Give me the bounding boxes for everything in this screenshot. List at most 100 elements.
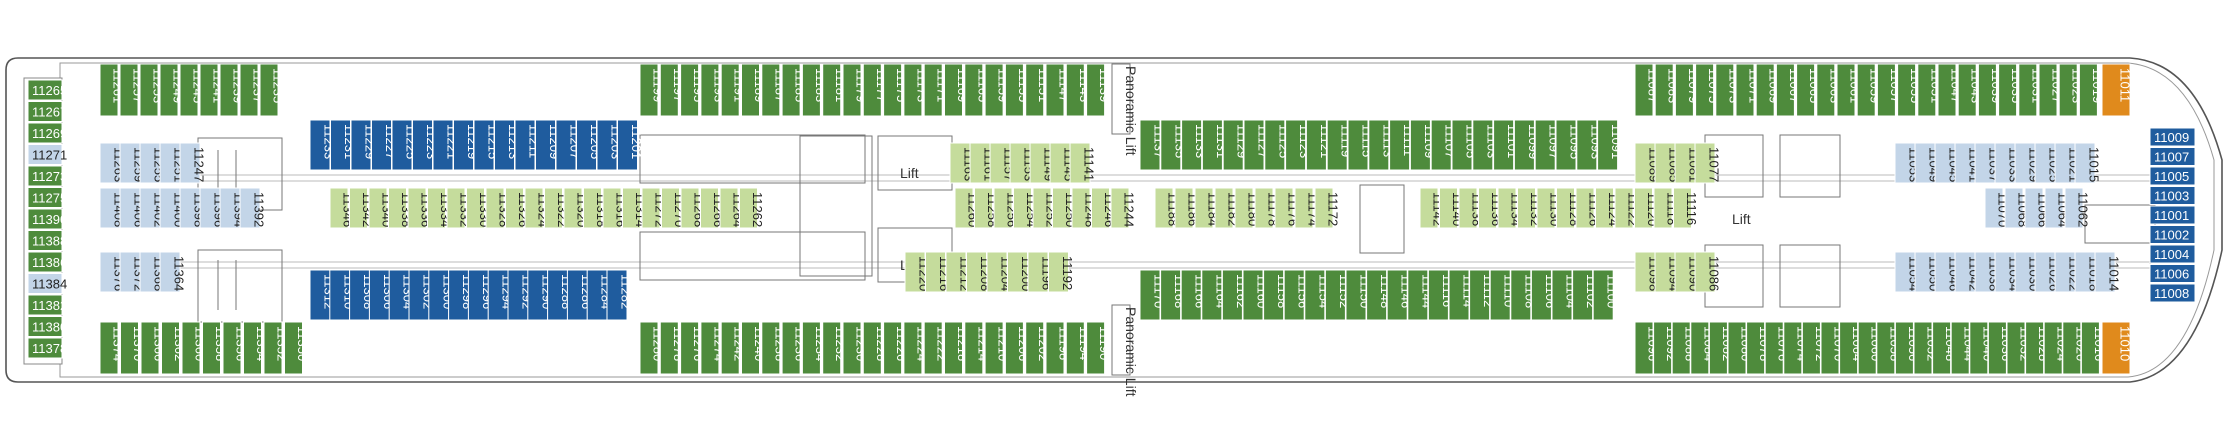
cabin-11388[interactable]: 11388 — [27, 230, 67, 251]
cabin-11282[interactable]: 11282 — [606, 269, 634, 321]
cabin-11015[interactable]: 11015 — [2074, 142, 2102, 184]
cabin-11014[interactable]: 11014 — [2094, 251, 2122, 293]
cabin-11001[interactable]: 11001 — [2149, 205, 2196, 225]
cabin-11077[interactable]: 11077 — [1694, 142, 1722, 184]
cabin-11005[interactable]: 11005 — [2149, 166, 2196, 186]
cabin-number: 11116 — [1684, 192, 1699, 225]
cabin-11062[interactable]: 11062 — [2064, 187, 2091, 229]
cabin-11231[interactable]: 11231 — [330, 119, 358, 171]
cabin-11019[interactable]: 11019 — [2078, 63, 2105, 117]
cabin-layer: 11265 11267 11269 11271 11273 11275 11390 11388… — [27, 63, 2196, 375]
cabin-number: 11011 — [2118, 68, 2133, 102]
cabin-11003[interactable]: 11003 — [2149, 186, 2196, 205]
cabin-number: 11008 — [2154, 286, 2189, 301]
lift-label-3: Lift — [1732, 211, 1751, 227]
cabin-11267[interactable]: 11267 — [27, 101, 67, 122]
cabin-11010[interactable]: 11010 — [2101, 321, 2133, 375]
panoramic-lift-top: Panoramic Lift — [1111, 63, 1139, 156]
cabin-number: 11247 — [192, 147, 207, 182]
cabin-number: 11378 — [32, 341, 67, 356]
cabin-number: 11384 — [32, 277, 67, 292]
cabin-11382[interactable]: 11382 — [27, 294, 67, 316]
cabin-number: 11019 — [2090, 68, 2105, 103]
cabin-11212[interactable]: 11212 — [945, 251, 973, 293]
cabin-number: 11004 — [2154, 247, 2189, 262]
cabin-11004[interactable]: 11004 — [2149, 244, 2196, 264]
cabin-number: 11235 — [271, 68, 286, 103]
cabin-11360[interactable]: 11360 — [181, 321, 208, 375]
cabin-11172[interactable]: 11172 — [1314, 187, 1341, 229]
cabin-11378[interactable]: 11378 — [27, 337, 67, 359]
cabin-11141[interactable]: 11141 — [1069, 142, 1097, 184]
cabin-number: 11139 — [1097, 68, 1112, 102]
cabin-11244[interactable]: 11244 — [1110, 187, 1137, 229]
cabin-11149[interactable]: 11149 — [1029, 142, 1057, 184]
cabin-11181[interactable]: 11181 — [822, 63, 849, 117]
corridor-upper — [99, 174, 2151, 182]
cabin-11271[interactable]: 11271 — [27, 144, 67, 165]
cabin-11201[interactable]: 11201 — [617, 119, 645, 171]
cabin-11390[interactable]: 11390 — [27, 208, 67, 230]
cabin-number: 11382 — [32, 298, 67, 313]
cabin-11262[interactable]: 11262 — [739, 187, 766, 229]
cabin-11275[interactable]: 11275 — [27, 187, 67, 208]
cabin-11192[interactable]: 11192 — [1048, 251, 1076, 293]
cabin-11247[interactable]: 11247 — [179, 142, 207, 184]
cabin-11350[interactable]: 11350 — [284, 321, 311, 375]
cabin-number: 11386 — [32, 255, 67, 270]
cabin-11008[interactable]: 11008 — [2149, 283, 2196, 303]
cabin-number: 11009 — [2154, 130, 2189, 145]
cabin-11152[interactable]: 11152 — [1324, 269, 1352, 321]
cabin-number: 11190 — [1097, 326, 1112, 360]
cabin-11090[interactable]: 11090 — [1674, 251, 1702, 293]
cabin-number: 11267 — [32, 105, 67, 120]
cabin-number: 11141 — [1082, 147, 1097, 181]
cabin-11133[interactable]: 11133 — [1181, 119, 1209, 171]
cabin-11007[interactable]: 11007 — [2149, 147, 2196, 166]
cabin-11086[interactable]: 11086 — [1694, 251, 1722, 293]
cabin-11386[interactable]: 11386 — [27, 251, 67, 273]
cabin-number: 11001 — [2154, 208, 2189, 223]
cabin-11273[interactable]: 11273 — [27, 165, 67, 187]
cabin-11392[interactable]: 11392 — [239, 187, 267, 229]
cabin-11009[interactable]: 11009 — [2149, 127, 2196, 147]
cabin-11006[interactable]: 11006 — [2149, 264, 2196, 283]
cabin-number: 11192 — [1060, 256, 1075, 290]
cabin-11153[interactable]: 11153 — [1009, 142, 1037, 184]
corridor-lower — [99, 261, 2151, 269]
cabin-11100[interactable]: 11100 — [1592, 269, 1620, 321]
cabin-11380[interactable]: 11380 — [27, 316, 67, 337]
cabin-11250[interactable]: 11250 — [1052, 187, 1079, 229]
cabin-number: 11390 — [32, 212, 67, 227]
cabin-11269[interactable]: 11269 — [27, 122, 67, 144]
cabin-number: 11091 — [1609, 124, 1624, 159]
cabin-11190[interactable]: 11190 — [1086, 321, 1113, 375]
cabin-11002[interactable]: 11002 — [2149, 225, 2196, 244]
cabin-11139[interactable]: 11139 — [1086, 63, 1113, 117]
cabin-11364[interactable]: 11364 — [159, 251, 187, 293]
cabin-11011[interactable]: 11011 — [2101, 63, 2133, 117]
cabin-11265[interactable]: 11265 — [27, 79, 67, 101]
cabin-number: 11271 — [32, 148, 67, 163]
cabin-number: 11010 — [2118, 326, 2133, 361]
cabin-11091[interactable]: 11091 — [1597, 119, 1625, 171]
svg-text:Panoramic Lift: Panoramic Lift — [1123, 307, 1139, 397]
cabin-number: 11364 — [172, 256, 187, 291]
cabin-number: 11062 — [2076, 192, 2091, 227]
cabin-number: 11086 — [1707, 256, 1722, 291]
panoramic-lift-bottom: Panoramic Lift — [1111, 304, 1139, 397]
cabin-number: 11100 — [1605, 274, 1620, 308]
hull-inner-line — [59, 62, 2215, 378]
cabin-11342[interactable]: 11342 — [349, 187, 376, 229]
cabin-number: 11275 — [32, 191, 67, 206]
cabin-11116[interactable]: 11116 — [1673, 187, 1700, 229]
cabin-number: 11014 — [2107, 256, 2122, 291]
cabin-11384[interactable]: 11384 — [27, 273, 67, 294]
cabin-11352[interactable]: 11352 — [263, 321, 290, 375]
cabin-number: 11002 — [2154, 228, 2189, 243]
cabin-number: 11005 — [2154, 169, 2189, 184]
cabin-number: 11077 — [1707, 147, 1722, 182]
cabin-11235[interactable]: 11235 — [259, 63, 286, 117]
cabin-number: 11262 — [750, 192, 765, 227]
